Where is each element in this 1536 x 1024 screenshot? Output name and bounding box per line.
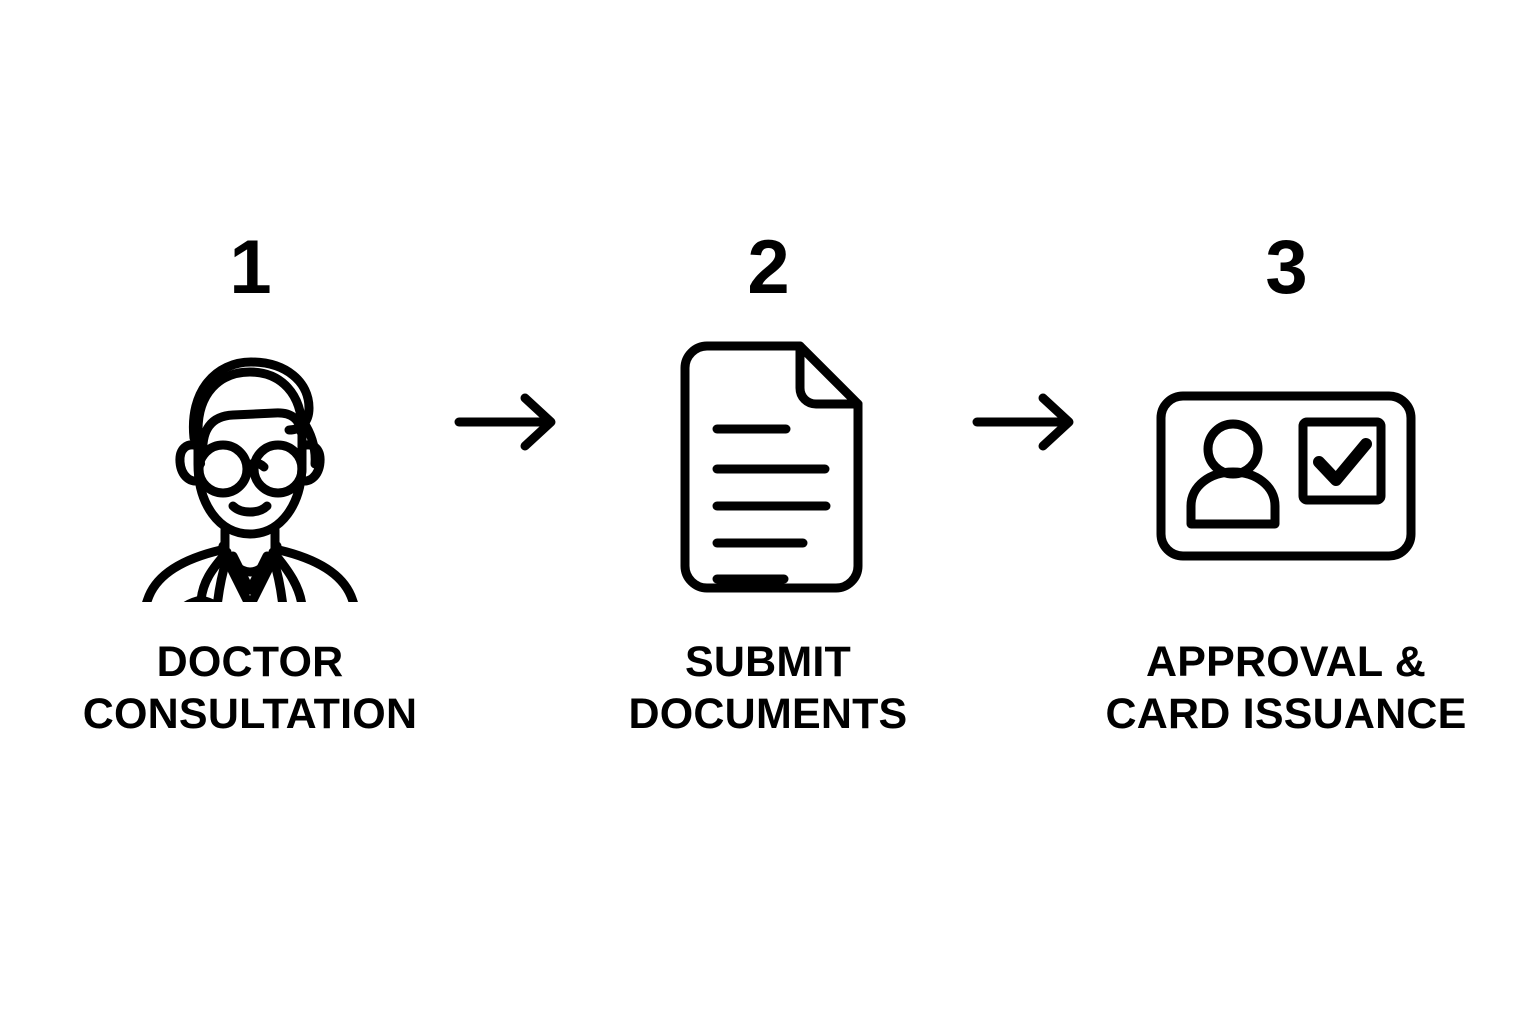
arrow-right-icon — [972, 393, 1074, 451]
document-icon — [680, 341, 863, 593]
step-2-label: SUBMIT DOCUMENTS — [628, 638, 908, 739]
step-3-icon-wrap — [1151, 334, 1421, 602]
step-3-label: APPROVAL & CARD ISSUANCE — [1105, 638, 1467, 739]
connector-2 — [963, 228, 1091, 608]
step-3: 3 APPROVAL & CARD ISSUANCE — [1091, 228, 1481, 741]
process-flow: 1 — [0, 228, 1536, 748]
connector-1 — [445, 228, 573, 608]
id-card-icon — [1156, 391, 1416, 561]
step-2-icon-wrap — [660, 334, 876, 602]
doctor-icon — [142, 357, 358, 602]
step-1-icon-wrap — [115, 334, 385, 602]
step-2: 2 SUBMIT DOCUMENTS — [573, 228, 963, 741]
step-1: 1 — [55, 228, 445, 741]
step-1-number: 1 — [229, 225, 271, 310]
step-1-label: DOCTOR CONSULTATION — [82, 638, 418, 739]
step-3-number: 3 — [1265, 225, 1307, 310]
arrow-right-icon — [454, 393, 556, 451]
step-2-number: 2 — [747, 225, 789, 310]
